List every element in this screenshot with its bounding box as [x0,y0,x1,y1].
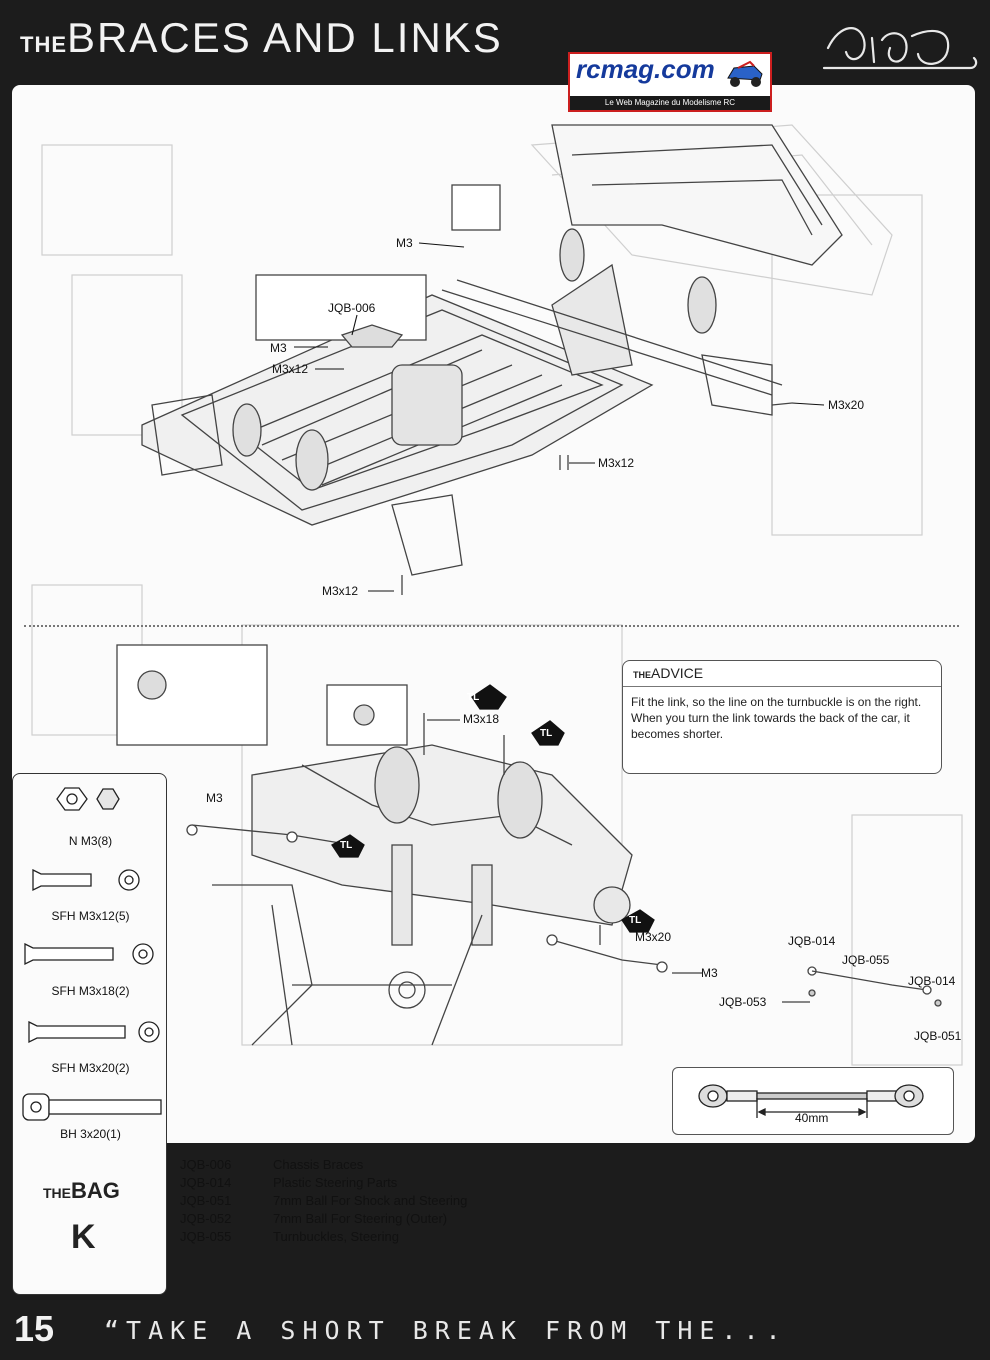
page-number: 15 [14,1308,55,1349]
callout-jqb-053: JQB-053 [719,995,767,1009]
bag-title-prefix: THE [43,1185,71,1201]
callout-m3: M3 [701,966,718,980]
part-description: 7mm Ball For Shock and Steering [273,1193,468,1208]
part-description: 7mm Ball For Steering (Outer) [273,1211,448,1226]
bag-item-label: SFH M3x18(2) [51,984,130,998]
part-code: JQB-014 [180,1175,232,1190]
advice-text: Fit the link, so the line on the turnbuc… [631,695,922,741]
callout-jqb-014: JQB-014 [908,974,956,988]
part-code: JQB-006 [180,1157,232,1172]
callout-jqb-014: JQB-014 [788,934,836,948]
advice-title: THEADVICE [633,665,703,681]
callout-jqb-006: JQB-006 [328,301,376,315]
callout-m3: M3 [270,341,287,355]
bag-item-label: BH 3x20(1) [60,1127,121,1141]
callout-m3x20: M3x20 [828,398,865,412]
bag-title-main: BAG [71,1178,120,1203]
bag-item-label: N M3(8) [68,834,113,848]
turnbuckle-length-box: 40mm [672,1067,954,1135]
bag-item-label: SFH M3x20(2) [51,1061,130,1075]
part-code: JQB-051 [180,1193,232,1208]
callout-m3x12: M3x12 [598,456,635,470]
advice-title-prefix: THE [633,670,651,680]
section-divider [24,625,959,627]
callout-m3x18: M3x18 [463,712,500,726]
legend-row: JQB-006 Chassis Braces [180,1157,363,1172]
screw-m3x20-icon [28,1020,126,1044]
callout-jqb-055: JQB-055 [842,953,890,967]
brand-logo-icon [822,27,978,70]
watermark-tagline: Le Web Magazine du Modelisme RC [570,96,770,110]
callout-threadlock: TL [340,840,353,851]
rcmag-watermark: rcmag.com Le Web Magazine du Modelisme R… [568,52,772,112]
callout-m3x12: M3x12 [272,362,309,376]
legend-row: JQB-051 7mm Ball For Shock and Steering [180,1193,467,1208]
part-description: Turnbuckles, Steering [273,1229,399,1244]
bag-letter: K [71,1218,96,1256]
bag-title: THEBAG [43,1178,120,1204]
advice-title-main: ADVICE [651,665,704,681]
part-code: JQB-052 [180,1211,232,1226]
hardware-icons [22,787,162,1121]
callout-threadlock: TL [540,728,553,739]
part-code: JQB-055 [180,1229,232,1244]
bag-contents-panel: N M3(8) SFH M3x12(5) SFH M3x18(2) SFH M3… [12,773,167,1295]
page-title: THEBRACES AND LINKS [20,14,503,62]
page-footer: 15 “TAKE A SHORT BREAK FROM THE... [0,1300,990,1360]
callout-jqb-051: JQB-051 [914,1029,962,1043]
parts-legend: JQB-006 Chassis Braces JQB-014 Plastic Ste… [168,1143,668,1295]
screw-m3x12-icon [32,868,92,892]
page-header: THEBRACES AND LINKS [0,0,990,85]
screw-m3x18-icon [24,942,114,966]
legend-row: JQB-055 Turnbuckles, Steering [180,1229,399,1244]
callout-m3x20: M3x20 [635,930,672,944]
advice-box: THEADVICE Fit the link, so the line on t… [622,660,942,774]
turnbuckle-icon [698,1084,924,1118]
turnbuckle-length-label: 40mm [795,1111,829,1125]
callout-threadlock: TL [629,915,642,926]
title-prefix: THE [20,32,67,57]
footer-slogan: “TAKE A SHORT BREAK FROM THE... [104,1316,788,1345]
legend-row: JQB-052 7mm Ball For Steering (Outer) [180,1211,447,1226]
bag-item-label: SFH M3x12(5) [51,909,130,923]
callout-m3: M3 [206,791,223,805]
callout-m3: M3 [396,236,413,250]
advice-rule [623,686,941,687]
title-main: BRACES AND LINKS [67,14,503,61]
part-description: Plastic Steering Parts [273,1175,398,1190]
callout-threadlock: TL [467,692,480,703]
callout-m3x12: M3x12 [322,584,359,598]
watermark-site: rcmag.com [576,54,715,84]
instruction-panel: M3 JQB-006 M3 M3x12 M3x20 M3x12 M3x12 TL… [12,85,975,1143]
legend-row: JQB-014 Plastic Steering Parts [180,1175,397,1190]
rc-car-icon [727,60,763,87]
part-description: Chassis Braces [273,1157,364,1172]
